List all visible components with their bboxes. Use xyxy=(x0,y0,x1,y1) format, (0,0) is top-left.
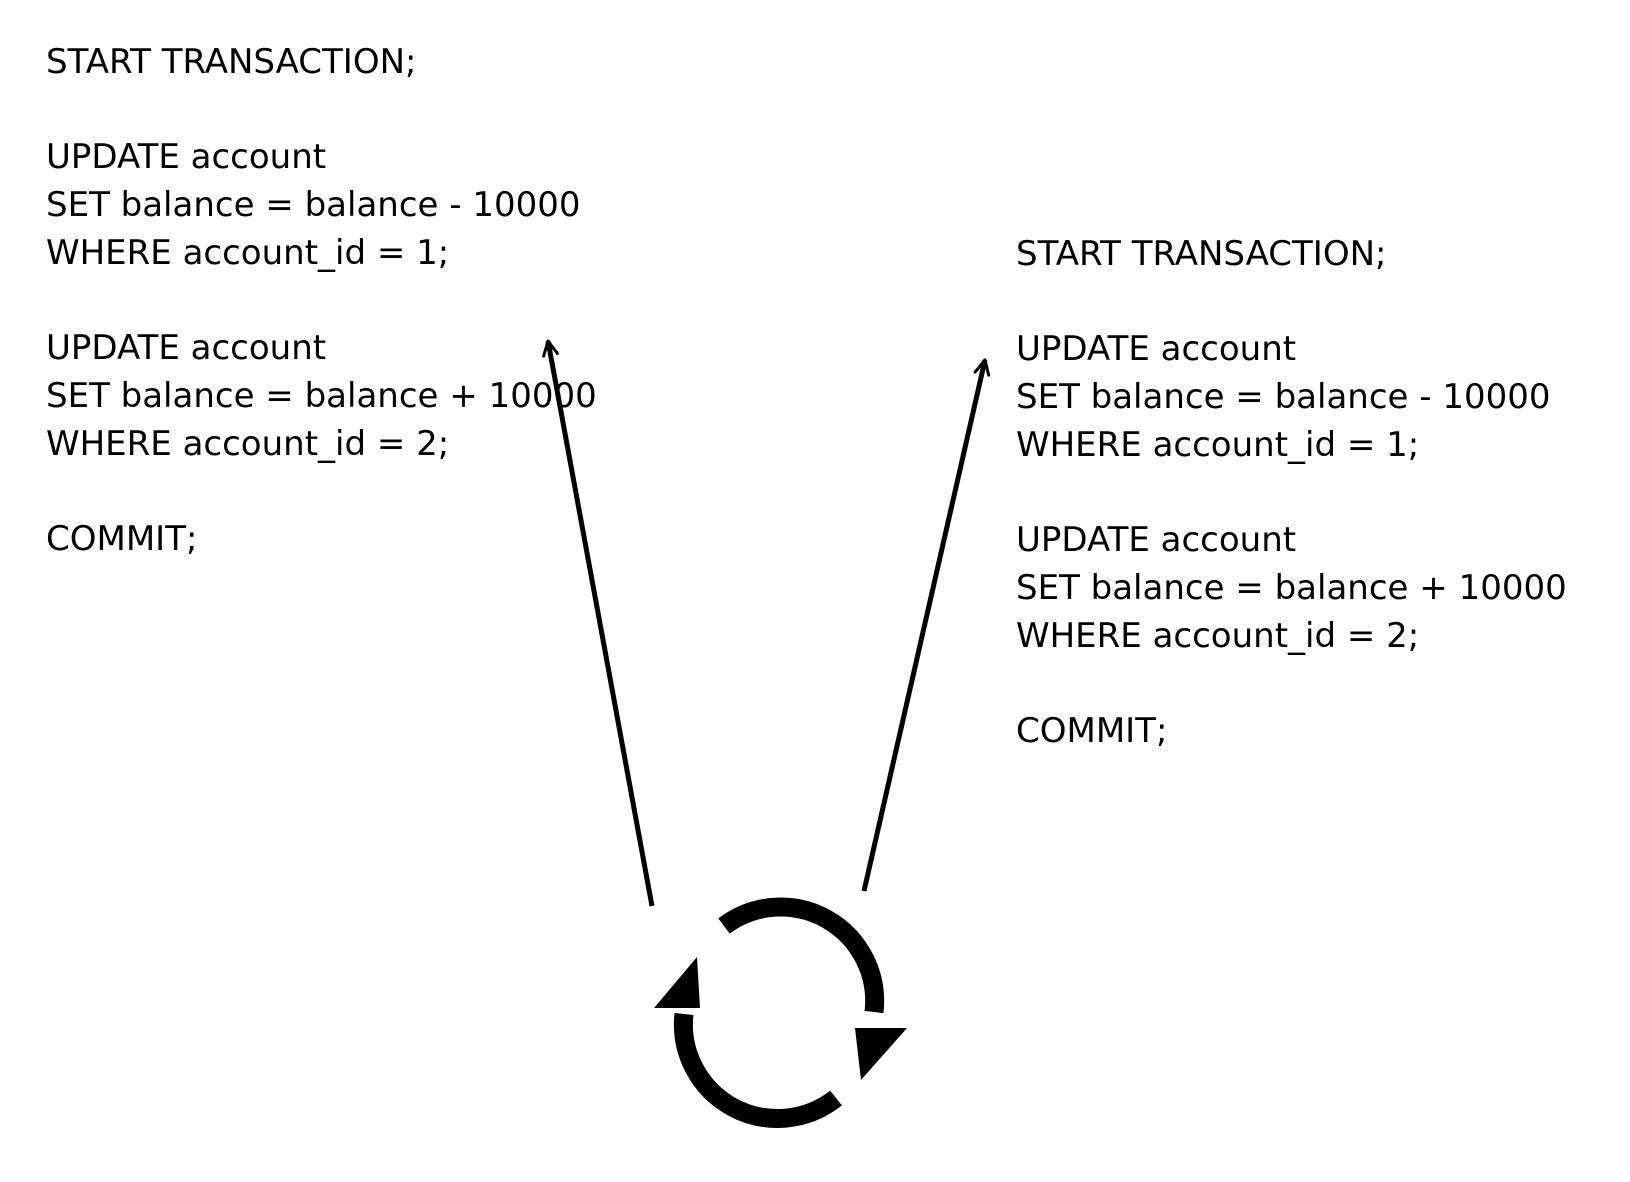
arrow-to-right-transaction xyxy=(861,358,991,892)
code-line: WHERE account_id = 1; xyxy=(46,233,450,273)
code-line: SET balance = balance + 10000 xyxy=(1016,568,1567,608)
code-line: UPDATE account xyxy=(46,137,327,177)
code-line: SET balance = balance - 10000 xyxy=(1016,377,1551,417)
code-line: START TRANSACTION; xyxy=(46,42,417,82)
code-line: COMMIT; xyxy=(46,519,198,559)
code-line: UPDATE account xyxy=(1016,329,1297,369)
transaction-right: START TRANSACTION; UPDATE account SET ba… xyxy=(1016,230,1567,755)
arrow-to-left-transaction xyxy=(542,339,655,907)
code-line: WHERE account_id = 1; xyxy=(1016,425,1420,465)
code-line: UPDATE account xyxy=(46,328,327,368)
code-line: SET balance = balance + 10000 xyxy=(46,376,597,416)
refresh-cycle-icon xyxy=(654,897,907,1128)
code-line: COMMIT; xyxy=(1016,711,1168,751)
code-line: WHERE account_id = 2; xyxy=(1016,616,1420,656)
transaction-left: START TRANSACTION; UPDATE account SET ba… xyxy=(46,38,597,563)
code-line: START TRANSACTION; xyxy=(1016,234,1387,274)
code-line: SET balance = balance - 10000 xyxy=(46,185,581,225)
code-line: WHERE account_id = 2; xyxy=(46,424,450,464)
code-line: UPDATE account xyxy=(1016,520,1297,560)
